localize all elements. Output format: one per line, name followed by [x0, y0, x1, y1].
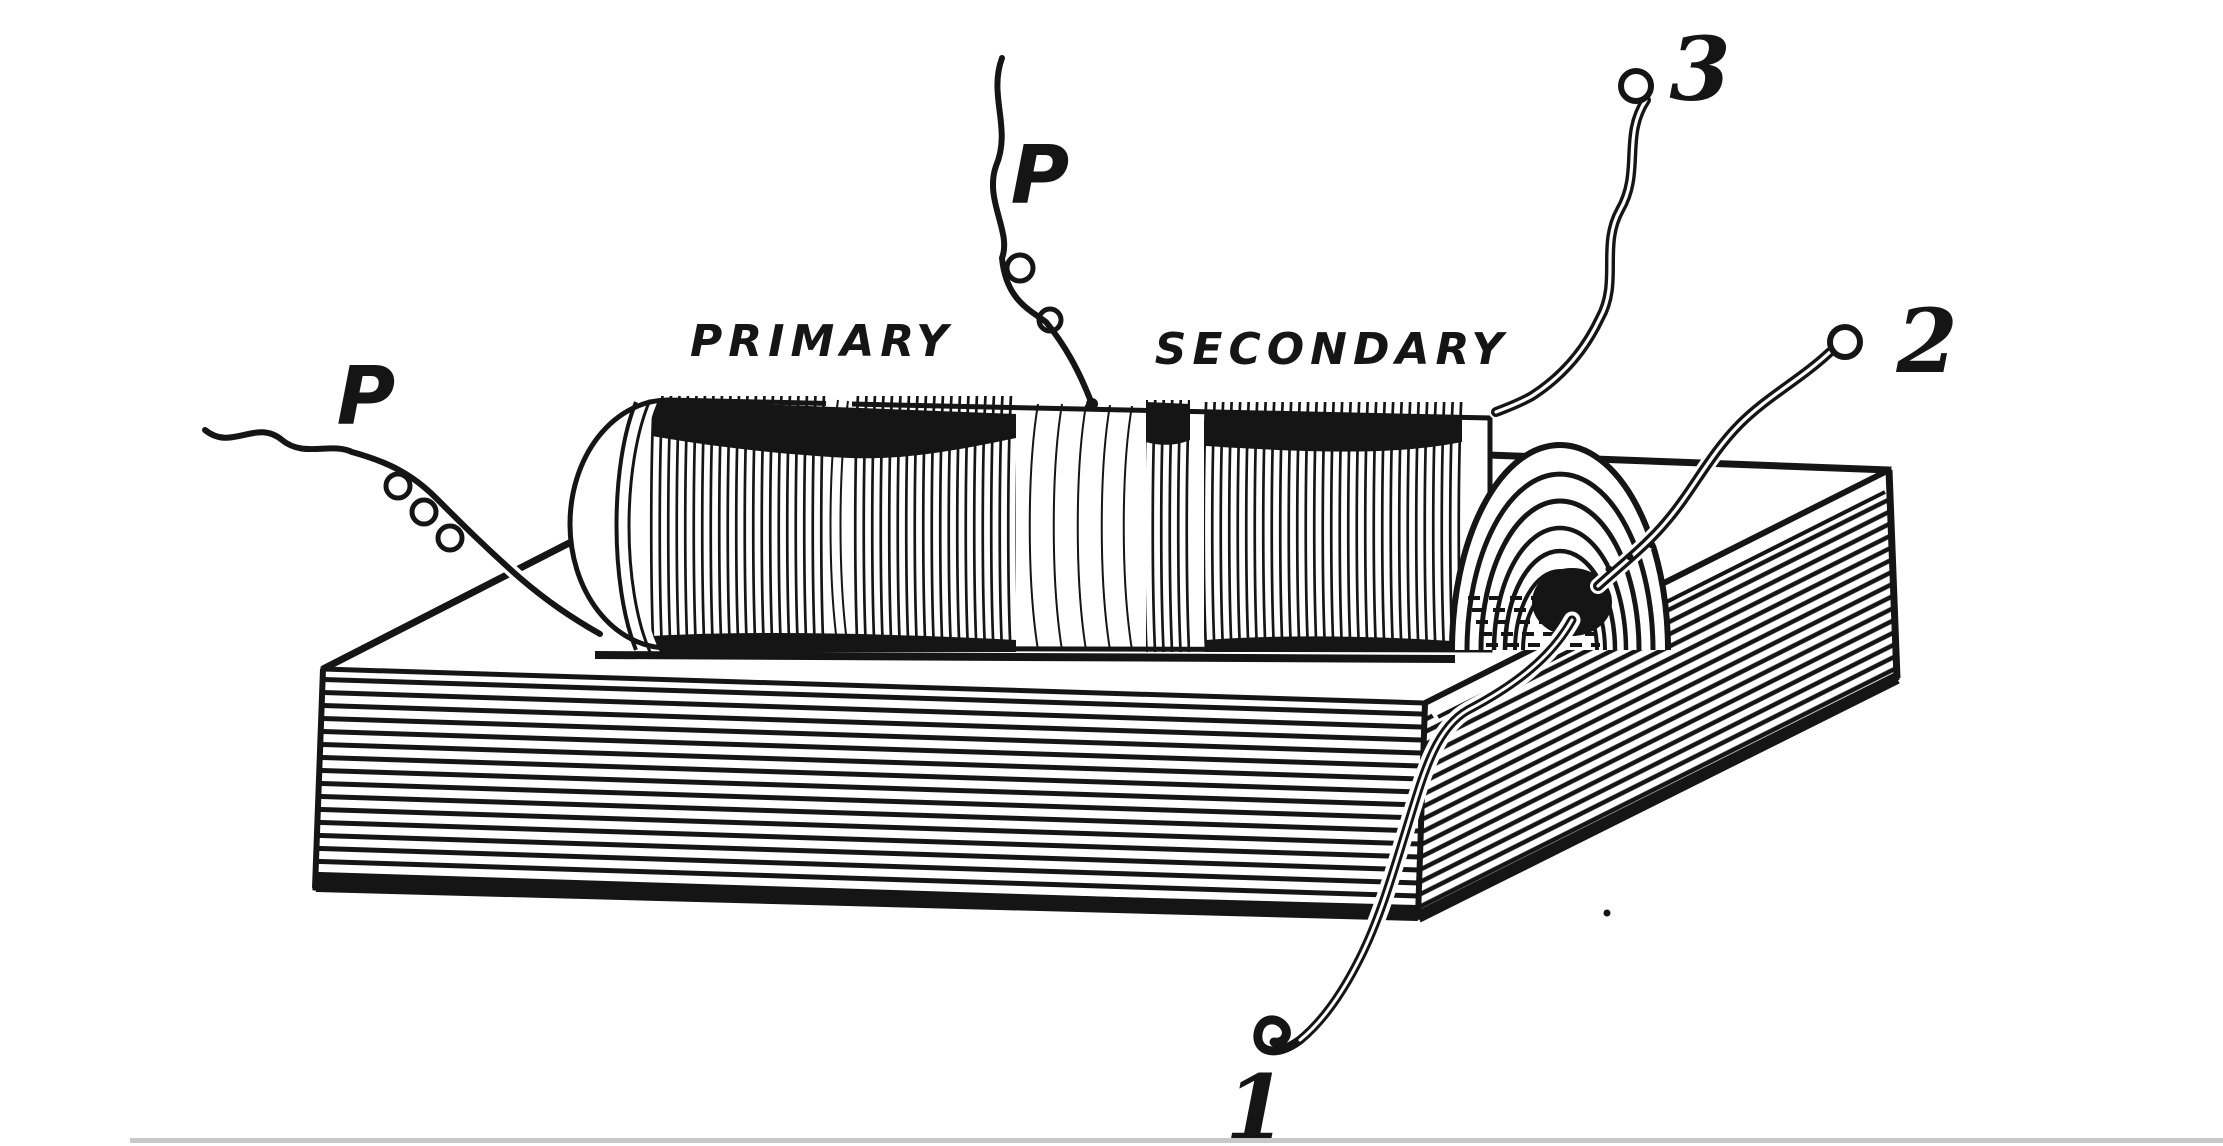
wire-curl — [383, 471, 413, 501]
ink-speck — [1603, 909, 1611, 917]
base-front-left-edge — [312, 668, 326, 889]
end-turn-arc — [1521, 585, 1599, 651]
label-terminal-3: 3 — [1669, 17, 1730, 121]
primary-lead-top-wire — [989, 55, 1098, 410]
secondary-bottom-shading — [1206, 636, 1468, 652]
wire-dot — [1648, 541, 1656, 549]
core-tube-arc — [1122, 405, 1133, 651]
base-right-corner-edge — [1885, 469, 1901, 679]
label-terminal-2: 2 — [1895, 289, 1957, 393]
lead-wires — [198, 55, 1863, 1056]
scan-edge-artifact — [130, 1138, 2223, 1143]
core-tube-arc — [1076, 404, 1087, 651]
wire-curl — [435, 523, 465, 553]
wire-dot — [1605, 565, 1613, 573]
end-turn-arc — [1464, 471, 1656, 651]
primary-bottom-shading — [652, 633, 1016, 652]
end-roll-fill — [1452, 445, 1668, 650]
end-turn-arc — [1491, 525, 1629, 651]
label-terminal-1: 1 — [1225, 1055, 1286, 1146]
end-turn-arc — [1513, 569, 1607, 651]
wire-junction — [1086, 398, 1098, 410]
induction-coil — [567, 396, 1671, 663]
secondary-top-shading — [1206, 414, 1462, 452]
coil-end-turns — [1449, 442, 1671, 651]
gap-band-top-shading — [1146, 402, 1190, 445]
primary-top-shading — [652, 400, 1016, 459]
secondary-lead-2-wire — [1590, 324, 1863, 594]
end-turn-arc — [1449, 442, 1671, 651]
wire-curl — [409, 497, 439, 527]
secondary-lead-1-wire — [1253, 611, 1581, 1056]
primary-lead-left-wire — [198, 423, 607, 641]
label-primary: PRIMARY — [690, 316, 954, 367]
wire-dot — [1626, 553, 1634, 561]
terminal-loop-2 — [1827, 324, 1863, 360]
end-turn-arc — [1478, 498, 1642, 651]
core-tube-arc — [1028, 403, 1039, 651]
base-front-right-edge — [1415, 702, 1428, 918]
label-secondary: SECONDARY — [1155, 324, 1510, 375]
base-front-face — [312, 666, 1428, 920]
label-p-left: P — [337, 350, 396, 443]
base-side-bottom-edge — [1415, 672, 1900, 923]
left-end-rim-arc — [627, 399, 652, 653]
secondary-lead-3-wire — [1489, 68, 1654, 419]
wire-curl — [1036, 306, 1064, 334]
end-turn-arc — [1502, 548, 1618, 651]
core-tube-arc — [1052, 403, 1063, 651]
wire-curl — [1004, 252, 1036, 284]
label-p-top: P — [1011, 129, 1070, 222]
terminal-loop-3 — [1618, 68, 1654, 104]
coil-windings — [648, 396, 1468, 652]
base-front-bottom-edge — [315, 876, 1419, 921]
left-end-rim-arc — [614, 401, 638, 651]
coil-contact-shadow — [594, 651, 1456, 663]
core-tube-arc — [1100, 404, 1111, 651]
